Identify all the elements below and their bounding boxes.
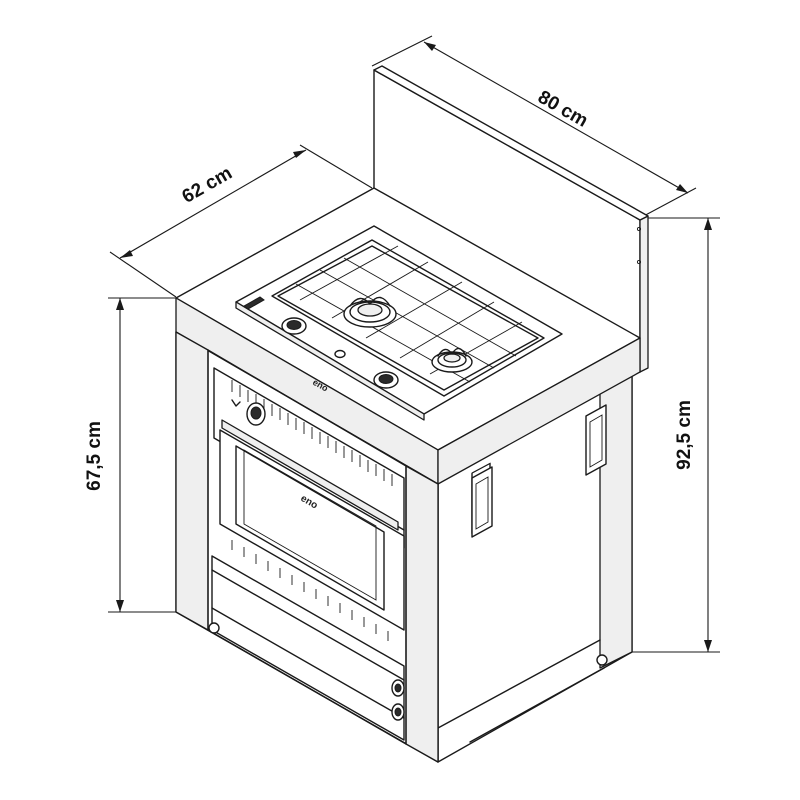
ignition-button[interactable]	[334, 349, 346, 359]
small-burner	[431, 347, 473, 373]
oven-vent-top	[231, 380, 393, 486]
total-height-label: 92,5 cm	[674, 400, 695, 470]
large-burner	[343, 296, 397, 328]
hob-badge	[243, 296, 265, 310]
oven: eno	[213, 367, 405, 641]
width-label: 80 cm	[534, 87, 591, 132]
hob-knob-right[interactable]	[373, 371, 399, 389]
oven-knob[interactable]	[246, 402, 266, 426]
gas-connector-bottom	[391, 703, 405, 721]
lower-compartment	[208, 555, 405, 741]
side-handle-left	[471, 466, 493, 538]
oven-door-handle[interactable]	[221, 419, 399, 531]
counter-height-label: 67,5 cm	[84, 421, 105, 491]
back-splash-panel	[373, 65, 649, 373]
hob-knob-left[interactable]	[281, 317, 307, 335]
side-handle-right	[585, 404, 607, 476]
oven-door[interactable]: eno	[219, 419, 405, 631]
oven-indicator-icon	[231, 399, 241, 407]
gas-connector-top	[391, 679, 405, 697]
gas-hob: eno	[235, 225, 563, 421]
depth-label: 62 cm	[179, 163, 236, 208]
oven-vent-bottom	[231, 540, 389, 641]
